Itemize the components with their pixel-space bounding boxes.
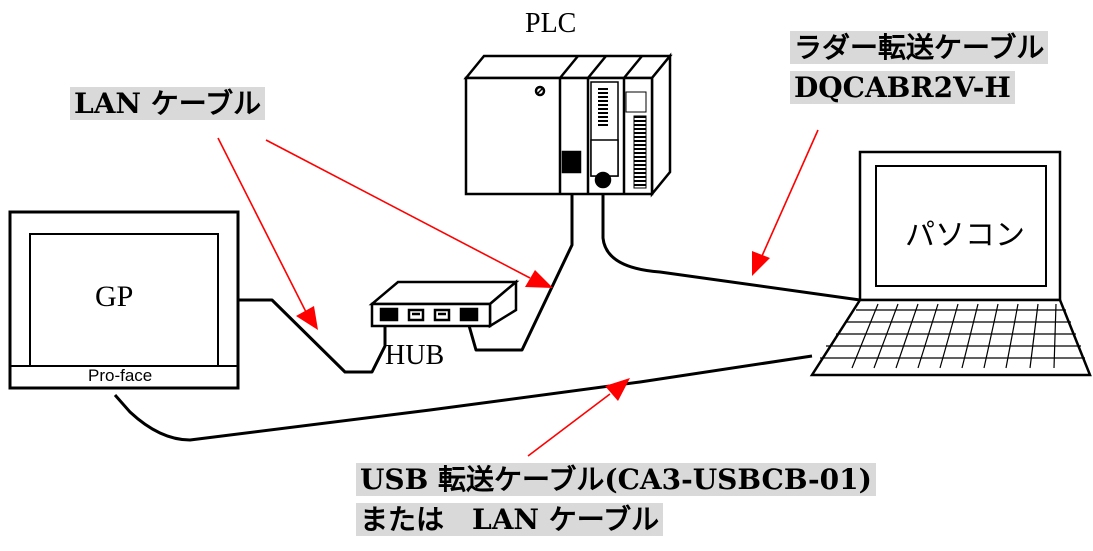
plc-lan-port	[561, 150, 582, 174]
gp-label: GP	[95, 280, 134, 313]
gp-panel	[8, 210, 240, 390]
pc-label: パソコン	[905, 218, 1025, 253]
hub-port-1	[379, 307, 399, 322]
callout-ladder-cable-text-2: DQCABR2V-H	[790, 71, 1015, 104]
plc	[463, 52, 673, 198]
hub-label: HUB	[385, 340, 445, 371]
lan-cable-hub-plc	[466, 195, 574, 352]
usb-cable-gp-pc	[113, 354, 813, 442]
callout-usb-cable-text-1: USB 転送ケーブル(CA3-USBCB-01)	[356, 463, 876, 496]
callout-usb-cable-line2: または LAN ケーブル	[356, 502, 664, 538]
callout-arrows	[217, 129, 819, 457]
arrowhead-lan-2	[525, 270, 553, 288]
arrowhead-lan-1	[296, 306, 318, 330]
laptop	[809, 150, 1092, 377]
arrowhead-usb	[605, 378, 630, 401]
plc-label: PLC	[525, 8, 577, 39]
plc-ladder-port	[594, 171, 612, 189]
callout-usb-cable-text-2: または LAN ケーブル	[356, 503, 664, 536]
callout-lan-cable: LAN ケーブル	[70, 86, 266, 122]
cables	[113, 195, 861, 442]
ladder-cable-plc-pc	[601, 195, 861, 302]
callout-ladder-cable-text-1: ラダー転送ケーブル	[790, 31, 1049, 64]
keyboard-keys	[820, 303, 1085, 369]
callout-usb-cable-line1: USB 転送ケーブル(CA3-USBCB-01)	[356, 462, 876, 498]
gp-brand-label: Pro-face	[88, 366, 153, 385]
arrowhead-ladder	[752, 251, 770, 276]
hub	[368, 279, 520, 329]
lan-cable-gp-hub	[238, 298, 387, 374]
hub-port-4	[459, 307, 479, 322]
callout-ladder-cable-line1: ラダー転送ケーブル	[790, 30, 1049, 66]
callout-lan-cable-text: LAN ケーブル	[70, 87, 266, 120]
callout-ladder-cable-line2: DQCABR2V-H	[790, 70, 1015, 106]
